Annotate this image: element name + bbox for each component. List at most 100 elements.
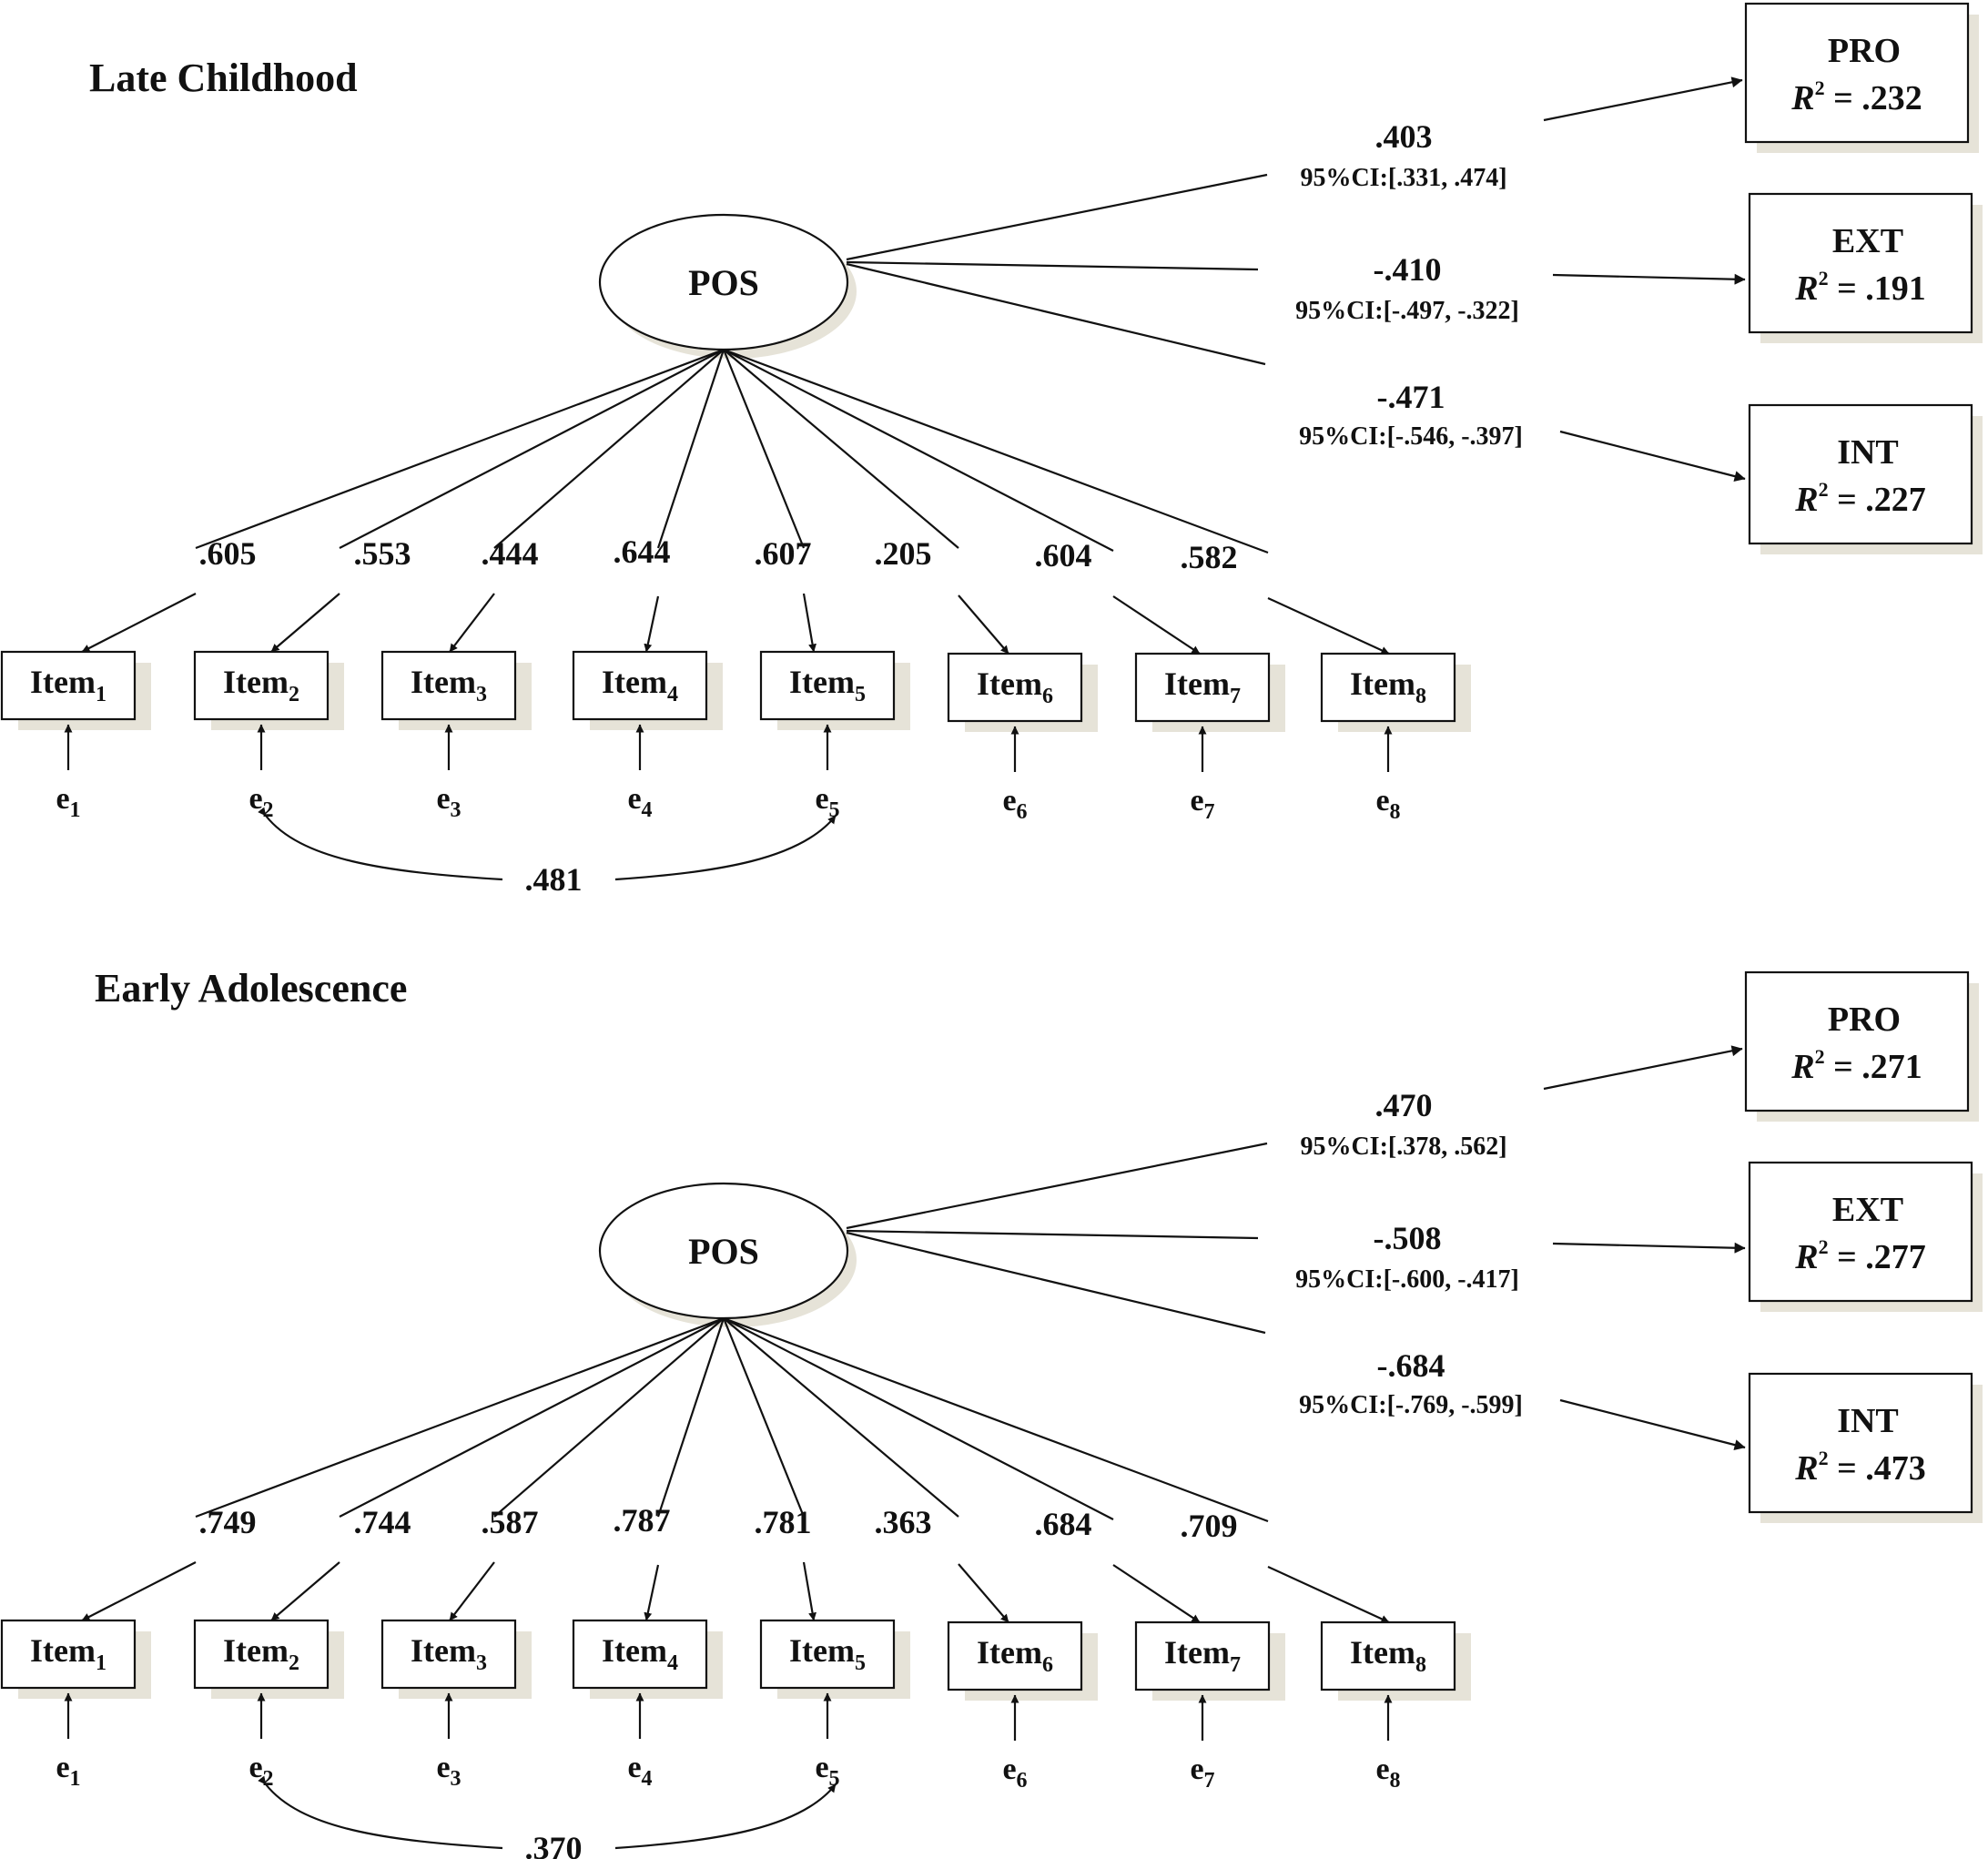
loading-arrow <box>958 594 1009 655</box>
loading-line <box>493 349 725 549</box>
error-term: e1 <box>56 782 80 822</box>
item-label: Item8 <box>1350 1634 1426 1677</box>
item-box <box>1320 652 1456 723</box>
error-term: e1 <box>56 1751 80 1791</box>
path-arrow-int <box>1559 430 1746 482</box>
outcome-box-int <box>1748 1372 1973 1514</box>
loading-line <box>722 1317 806 1518</box>
loading-line <box>722 349 806 549</box>
confidence-interval: 95%CI:[.378, .562] <box>1300 1133 1506 1161</box>
loading-line <box>656 349 725 549</box>
loading-line <box>195 1316 725 1519</box>
factor-loading: .553 <box>354 535 411 572</box>
loading-line <box>723 349 1114 552</box>
path-line-int <box>846 262 1266 366</box>
factor-loading: .587 <box>482 1504 539 1540</box>
factor-loading: .444 <box>482 535 539 572</box>
factor-loading: .607 <box>755 535 812 572</box>
error-term: e7 <box>1190 784 1214 824</box>
path-line-int <box>846 1231 1266 1335</box>
error-term: e7 <box>1190 1752 1214 1793</box>
item-box <box>380 650 517 721</box>
loading-arrow <box>802 1561 816 1621</box>
factor-loading: .605 <box>199 535 257 572</box>
outcome-r-squared: R2 = .271 <box>1790 1045 1922 1086</box>
outcome-box-ext <box>1748 1161 1973 1303</box>
covariance-value: .370 <box>525 1830 583 1859</box>
outcome-box-int <box>1748 403 1973 545</box>
item-label: Item5 <box>789 664 866 706</box>
loading-arrow <box>958 1563 1009 1623</box>
path-arrow-ext <box>1552 273 1746 285</box>
factor-loading: .604 <box>1035 537 1092 574</box>
covariance-curve-left <box>258 1775 503 1850</box>
outcome-name: INT <box>1837 433 1899 472</box>
confidence-interval: 95%CI:[-.546, -.397] <box>1299 422 1523 451</box>
path-coefficient: -.471 <box>1377 379 1445 415</box>
outcome-name: INT <box>1837 1402 1899 1440</box>
loading-arrow <box>270 1561 340 1621</box>
loading-line <box>723 349 959 549</box>
item-box <box>759 1619 896 1690</box>
panel-title: Late Childhood <box>89 56 358 100</box>
path-coefficient: .403 <box>1375 118 1433 155</box>
error-term: e4 <box>627 782 652 822</box>
path-arrow-pro <box>1543 1045 1743 1091</box>
factor-loading: .684 <box>1035 1506 1092 1542</box>
outcome-box-pro <box>1744 2 1970 144</box>
error-term: e2 <box>248 782 273 822</box>
item-label: Item7 <box>1164 665 1241 708</box>
factor-loading: .709 <box>1181 1508 1238 1544</box>
item-label: Item3 <box>411 664 487 706</box>
path-line-pro <box>846 173 1268 261</box>
item-box <box>380 1619 517 1690</box>
factor-loading: .644 <box>614 533 671 570</box>
item-label: Item6 <box>977 665 1053 708</box>
loading-line <box>723 348 1269 554</box>
factor-loading: .781 <box>755 1504 812 1540</box>
error-term: e8 <box>1375 1752 1400 1793</box>
item-box <box>947 1620 1083 1691</box>
path-arrow-ext <box>1552 1242 1746 1254</box>
loading-arrow <box>449 1561 495 1621</box>
loading-line <box>723 1316 1269 1523</box>
item-box <box>572 650 708 721</box>
outcome-name: EXT <box>1832 1191 1903 1229</box>
outcome-name: PRO <box>1828 1001 1901 1039</box>
factor-loading: .744 <box>354 1504 411 1540</box>
item-box <box>572 1619 708 1690</box>
outcome-box-pro <box>1744 970 1970 1112</box>
loading-arrow <box>1267 1566 1390 1623</box>
factor-loading: .749 <box>199 1504 257 1540</box>
outcome-r-squared: R2 = .227 <box>1794 478 1926 519</box>
factor-loading: .787 <box>614 1502 671 1539</box>
path-coefficient: -.410 <box>1374 251 1442 288</box>
covariance-curve-right <box>614 1783 837 1850</box>
loading-arrow <box>644 595 660 653</box>
item-label: Item4 <box>602 1632 678 1675</box>
item-box <box>0 650 137 721</box>
loading-arrow <box>81 593 197 653</box>
loading-arrow <box>644 1564 660 1621</box>
item-box <box>759 650 896 721</box>
item-box <box>193 1619 330 1690</box>
item-label: Item5 <box>789 1632 866 1675</box>
loading-line <box>339 1317 725 1518</box>
loading-arrow <box>1112 1564 1201 1623</box>
error-term: e8 <box>1375 784 1400 824</box>
factor-loading: .582 <box>1181 539 1238 575</box>
